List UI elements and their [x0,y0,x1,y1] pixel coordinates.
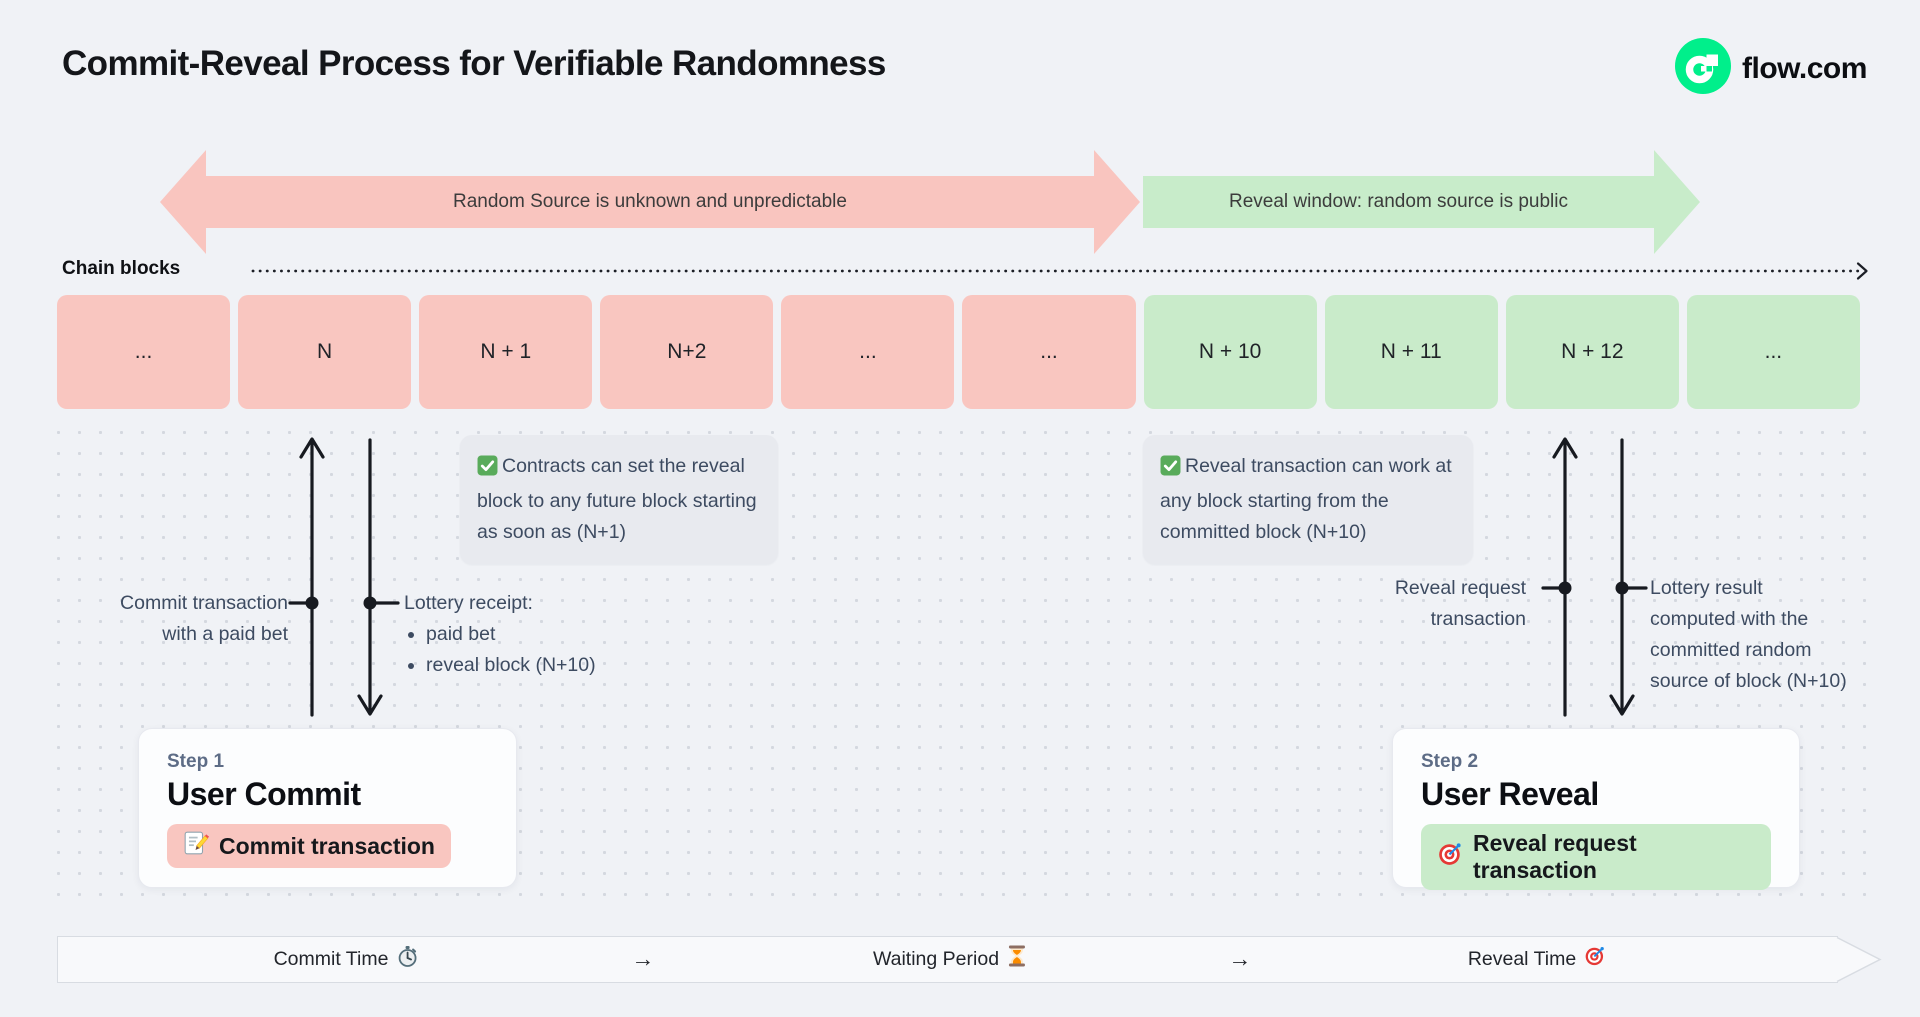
page-title: Commit-Reveal Process for Verifiable Ran… [62,44,886,83]
chain-block: ... [781,295,955,409]
chain-block-label: N + 10 [1198,340,1262,363]
chain-dotted-line [251,262,1868,280]
chain-block: N + 12 [1505,295,1679,409]
brand-logo: flow.com [1675,38,1867,99]
lottery-receipt-label: Lottery receipt: paid bet reveal block (… [404,588,596,681]
note-commit-window: Contracts can set the reveal block to an… [460,435,778,564]
timeline-waiting-period-label: Waiting Period [872,947,1000,970]
commit-transaction-pill: Commit transaction [167,824,451,868]
note-text: Contracts can set the reveal block to an… [477,455,757,543]
lottery-receipt-title: Lottery receipt: [404,592,533,614]
timeline-commit-time-label: Commit Time [273,947,389,970]
step-2-card: Step 2 User Reveal Reveal request transa… [1392,728,1800,890]
check-icon [1160,455,1181,486]
chain-block-label: ... [1040,340,1058,363]
chain-block-label: ... [134,340,153,363]
chain-block-label: N + 1 [480,340,532,363]
chain-block-label: N + 11 [1380,340,1442,363]
step-1-eyebrow: Step 1 [167,751,225,772]
chain-block-label: N + 12 [1561,340,1624,363]
chain-block: ... [57,295,231,409]
timeline-waiting-period: Waiting Period [873,945,1027,973]
arrow-right-separator: → [631,945,655,972]
brand-name: flow.com [1742,51,1867,85]
commit-transaction-label-line2: with a paid bet [162,623,288,645]
note-reveal-window: Reveal transaction can work at any block… [1143,435,1473,564]
step-2-title: User Reveal [1421,776,1599,812]
target-icon [1437,841,1463,873]
reveal-request-label: Reveal request transaction [1395,573,1526,635]
target-icon [1584,945,1606,973]
chain-blocks-label: Chain blocks [62,258,181,279]
lottery-receipt-bullet: paid bet [426,619,596,650]
arrow-right-separator: → [1228,945,1252,972]
lottery-result-line: committed random [1650,639,1812,661]
chain-block: N + 10 [1143,295,1317,409]
commit-phase-banner-label: Random Source is unknown and unpredictab… [453,191,847,212]
commit-transaction-label: Commit transaction with a paid bet [120,588,288,650]
timeline-commit-time: Commit Time [274,945,419,973]
chain-blocks-row: ... N N + 1 N+2 ... ... N + 10 N + 11 N … [57,295,1860,409]
timeline-end-chevron [1836,936,1882,983]
chain-block-label: ... [859,340,877,363]
note-text: Reveal transaction can work at any block… [1160,455,1452,543]
reveal-request-label-line2: transaction [1430,608,1526,630]
chain-block-label: N [317,340,333,363]
lottery-result-line: computed with the [1650,608,1809,630]
lottery-result-label: Lottery result computed with the committ… [1650,573,1847,697]
timeline-arrow-separator: → [632,946,655,973]
commit-transaction-pill-label: Commit transaction [219,832,435,859]
reveal-request-label-line1: Reveal request [1394,577,1526,599]
lottery-result-line: Lottery result [1650,577,1763,599]
lottery-receipt-bullet: reveal block (N+10) [426,650,596,681]
commit-transaction-label-line1: Commit transaction [120,592,288,614]
reveal-request-pill-label: Reveal request transaction [1473,830,1637,883]
chain-block: N [238,295,412,409]
check-icon [477,455,498,486]
lottery-result-line: source of block (N+10) [1650,670,1847,692]
stopwatch-icon [396,945,418,973]
chain-block: N + 1 [419,295,593,409]
chain-block: ... [1686,295,1860,409]
timeline-reveal-time-label: Reveal Time [1467,947,1577,970]
reveal-request-pill: Reveal request transaction [1421,824,1771,890]
hourglass-icon [1007,945,1027,973]
memo-icon [183,830,210,862]
step-1-card: Step 1 User Commit Commit transaction [138,728,517,888]
reveal-phase-banner: Reveal window: random source is public [1143,150,1700,254]
commit-phase-banner: Random Source is unknown and unpredictab… [160,150,1140,254]
chain-block-label: ... [1764,340,1783,363]
chain-block: N+2 [600,295,774,409]
reveal-phase-banner-label: Reveal window: random source is public [1229,191,1568,212]
chain-block: N + 11 [1324,295,1498,409]
chain-block-label: N+2 [667,340,707,363]
timeline-arrow-separator: → [1229,946,1252,973]
flow-logo-icon [1675,38,1731,99]
step-2-eyebrow: Step 2 [1421,751,1479,772]
chain-block: ... [962,295,1136,409]
timeline-bar [57,936,1838,983]
step-1-title: User Commit [167,776,361,812]
timeline-reveal-time: Reveal Time [1468,945,1606,973]
